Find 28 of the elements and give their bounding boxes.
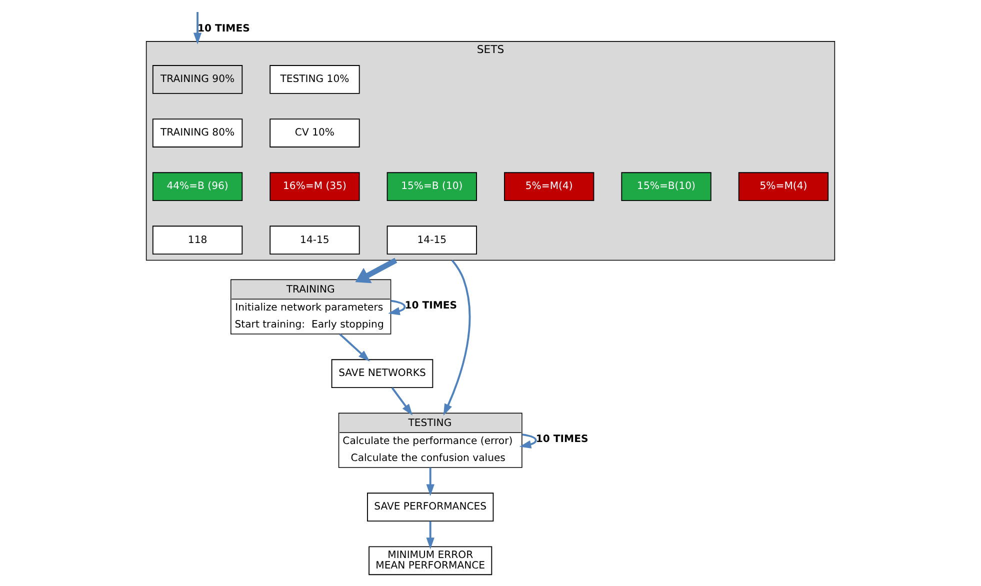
node-box: TRAINING 90% [152, 65, 243, 94]
edge-label: 10 TIMES [198, 24, 250, 35]
node-box: 15%=B(10) [621, 172, 712, 201]
node-box: 14-15 [270, 226, 360, 255]
node-box: SAVE NETWORKS [331, 359, 434, 388]
arrow [426, 468, 434, 496]
arrow [443, 260, 471, 416]
node-box: 5%=M(4) [504, 172, 594, 201]
node-box: 14-15 [386, 226, 477, 255]
node-box: 5%=M(4) [738, 172, 829, 201]
node-box: TESTING 10% [270, 65, 360, 94]
edge-label: 10 TIMES [404, 300, 458, 312]
node-box: 44%=B (96) [152, 172, 243, 201]
node-box: MINIMUM ERROR MEAN PERFORMANCE [368, 546, 492, 576]
arrow [355, 258, 398, 284]
node-box: CV 10% [270, 118, 360, 148]
node-box: 16%=M (35) [270, 172, 360, 201]
node-box: 118 [152, 226, 243, 255]
edge-label: 10 TIMES [536, 434, 588, 446]
arrow [193, 12, 202, 44]
arrow [339, 333, 370, 362]
node-box: SAVE PERFORMANCES [367, 492, 494, 522]
arrow [519, 434, 537, 448]
node-box: TRAINING 80% [152, 118, 243, 148]
arrow [388, 300, 406, 316]
arrow [391, 387, 413, 416]
node-box: 15%=B (10) [386, 172, 477, 201]
arrow [426, 521, 434, 550]
